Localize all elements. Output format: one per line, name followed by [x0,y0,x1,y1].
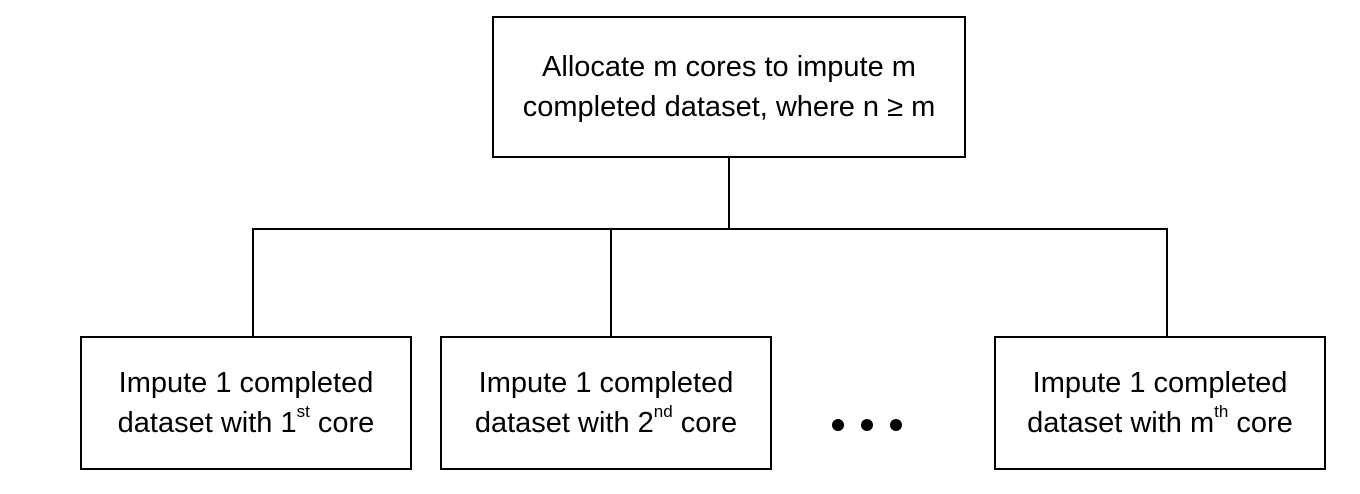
impute-core-m-line-1: Impute 1 completed [1032,367,1288,399]
ellipsis-dots [832,418,902,432]
impute-core-2-line-2: dataset with 2nd core [475,403,737,443]
impute-core-m-line-2: dataset with mth core [1027,403,1293,443]
impute-core-2-ordinal: nd [653,402,673,422]
impute-core-m-box: Impute 1 completed dataset with mth core [994,336,1326,470]
impute-core-1-suffix: core [309,407,375,439]
connector-horizontal-bus [252,228,1168,230]
impute-core-2-suffix: core [672,407,738,439]
impute-core-m-ordinal: th [1214,402,1229,422]
impute-core-m-suffix: core [1228,407,1293,439]
ellipsis-dot [890,419,902,431]
connector-to-core-1 [252,228,254,337]
connector-to-core-m [1166,228,1168,337]
impute-core-1-box: Impute 1 completed dataset with 1st core [80,336,412,470]
impute-core-1-ordinal: st [296,402,310,422]
impute-core-1-line-2: dataset with 1st core [118,403,375,443]
connector-root-down [728,157,730,229]
allocate-cores-line-2: completed dataset, where n ≥ m [522,91,936,123]
ellipsis-dot [861,419,873,431]
impute-core-2-box: Impute 1 completed dataset with 2nd core [440,336,772,470]
ellipsis-dot [832,419,844,431]
connector-to-core-2 [610,228,612,337]
impute-core-2-line-1: Impute 1 completed [478,367,734,399]
impute-core-m-text: dataset with m [1027,407,1215,439]
impute-core-1-text: dataset with 1 [117,407,297,439]
impute-core-2-text: dataset with 2 [474,407,654,439]
allocate-cores-line-1: Allocate m cores to impute m [542,51,916,83]
allocate-cores-box: Allocate m cores to impute m completed d… [492,16,966,158]
impute-core-1-line-1: Impute 1 completed [118,367,374,399]
